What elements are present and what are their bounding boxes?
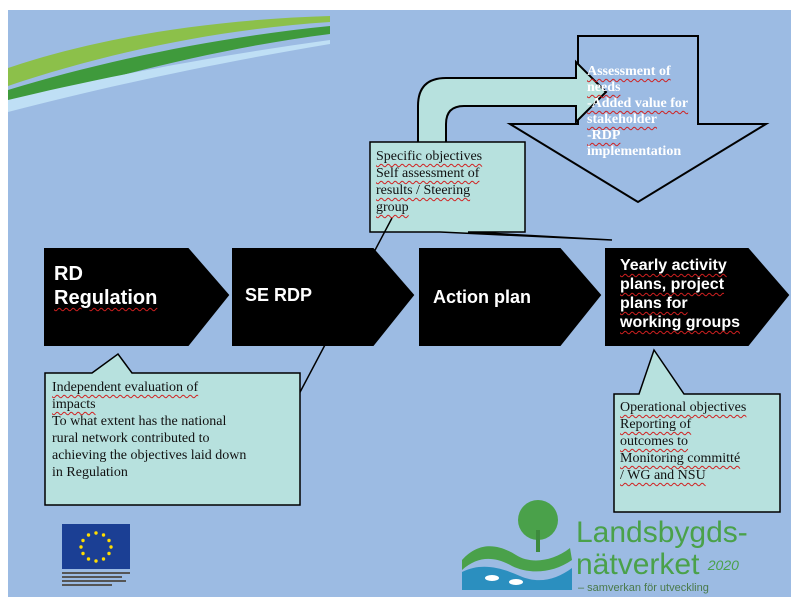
assessment-down-arrow [506, 35, 770, 204]
step-rd-regulation: RD Regulation [54, 262, 157, 310]
independent-evaluation-line: rural network contributed to [52, 431, 210, 446]
assessment-line: stakeholder [587, 112, 657, 127]
assessment-line: -Added value for [587, 96, 689, 111]
eu-flag-icon [62, 524, 130, 586]
operational-objectives-line: outcomes to [620, 434, 689, 449]
operational-objectives-text: Operational objectives Reporting of outc… [620, 399, 746, 484]
chevron-action-plan [419, 248, 602, 346]
specific-objectives-line: group [376, 200, 409, 215]
independent-evaluation-line: To what extent has the national [52, 414, 227, 429]
operational-objectives-line: Monitoring committé [620, 451, 741, 466]
logo-tagline: – samverkan för utveckling [578, 582, 709, 594]
independent-evaluation-line: impacts [52, 397, 96, 412]
independent-evaluation-line: Independent evaluation of [52, 380, 199, 395]
decorative-swoosh [8, 16, 330, 112]
curved-up-arrow [417, 59, 608, 145]
operational-objectives-line: Reporting of [620, 417, 692, 432]
assessment-line: needs [587, 80, 621, 95]
callout-independent-box [44, 352, 301, 506]
logo-name-line1: Landsbygds- [576, 516, 748, 549]
assessment-line: Assessment of [587, 64, 671, 79]
step-yearly-activity-line3: plans for [620, 295, 688, 312]
callout-operational-box [613, 348, 781, 513]
independent-evaluation-line: achieving the objectives laid down [52, 448, 247, 463]
logo-name-text: nätverket [576, 548, 700, 581]
step-action-plan: Action plan [433, 287, 531, 307]
chevron-yearly-activity [605, 248, 790, 346]
logo-name-line2: nätverket 2020 [576, 549, 739, 581]
operational-objectives-line: / WG and NSU [620, 468, 706, 483]
specific-objectives-text: Specific objectives Self assessment of r… [376, 148, 482, 216]
assessment-line: -RDP [587, 128, 621, 143]
step-yearly-activity: Yearly activity plans, project plans for… [620, 256, 740, 332]
landsbygdsnatverket-logo-icon [462, 500, 572, 590]
chevron-rd-regulation [44, 248, 230, 346]
specific-objectives-line: Specific objectives [376, 149, 483, 164]
independent-evaluation-text: Independent evaluation of impacts To wha… [52, 379, 246, 481]
step-yearly-activity-line1: Yearly activity [620, 257, 727, 274]
step-rd-regulation-line2: Regulation [54, 287, 158, 309]
independent-evaluation-line: in Regulation [52, 465, 128, 480]
callout-specific-box [369, 141, 613, 241]
step-se-rdp: SE RDP [245, 285, 313, 305]
assessment-line: implementation [587, 144, 682, 159]
step-yearly-activity-line2: plans, project [620, 276, 725, 293]
specific-objectives-pointer [297, 217, 393, 397]
specific-objectives-line: Self assessment of [376, 166, 480, 181]
operational-objectives-line: Operational objectives [620, 400, 747, 415]
specific-objectives-line: results / Steering [376, 183, 471, 198]
step-yearly-activity-line4: working groups [620, 314, 740, 331]
chevron-se-rdp [232, 248, 415, 346]
assessment-text: Assessment of needs -Added value for sta… [587, 64, 688, 160]
step-rd-regulation-line1: RD [54, 263, 83, 285]
logo-year: 2020 [707, 557, 739, 573]
